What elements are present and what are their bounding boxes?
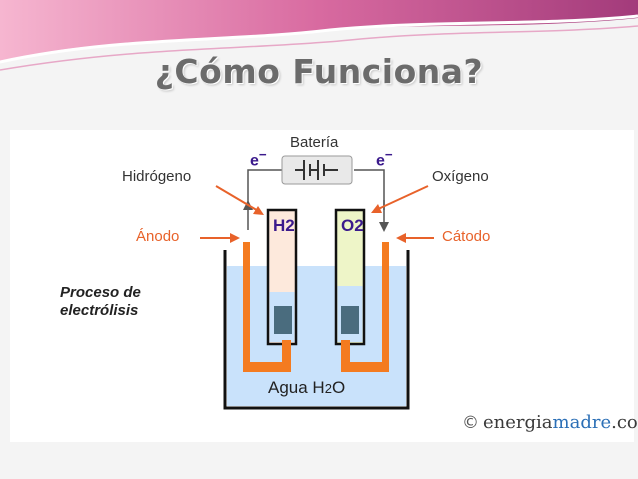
- hydrogen-arrow: [215, 185, 261, 213]
- header-banner: [0, 0, 638, 80]
- hydrogen-label: Hidrógeno: [122, 168, 192, 185]
- electron-label-left: e−: [250, 147, 267, 170]
- page-title: ¿Cómo Funciona?: [154, 52, 484, 91]
- electron-label-right: e−: [376, 147, 393, 170]
- copyright-symbol: ©: [462, 413, 479, 433]
- oxygen-label: Oxígeno: [432, 168, 489, 185]
- anode-electrode: [243, 242, 291, 372]
- battery-label: Batería: [290, 134, 339, 151]
- o2-label: O2: [341, 216, 364, 235]
- water-container: [223, 250, 410, 410]
- electrolysis-diagram: Batería e− e− Hidrógeno Oxígeno Ánodo Cá…: [10, 130, 638, 442]
- water-label: Agua H2O: [268, 378, 346, 397]
- oxygen-arrow: [375, 185, 429, 211]
- process-label: Proceso de electrólisis: [60, 284, 141, 319]
- cathode-electrode: [341, 242, 389, 372]
- anode-label: Ánodo: [136, 228, 180, 245]
- cathode-label: Cátodo: [442, 228, 491, 245]
- battery-icon: [295, 160, 338, 180]
- h2-label: H2: [273, 216, 295, 235]
- credit-watermark: ©energiamadre.com: [462, 412, 638, 433]
- electrolysis-drawing: [200, 155, 434, 410]
- anode-tip: [274, 306, 292, 334]
- cathode-tip: [341, 306, 359, 334]
- water: [227, 266, 406, 406]
